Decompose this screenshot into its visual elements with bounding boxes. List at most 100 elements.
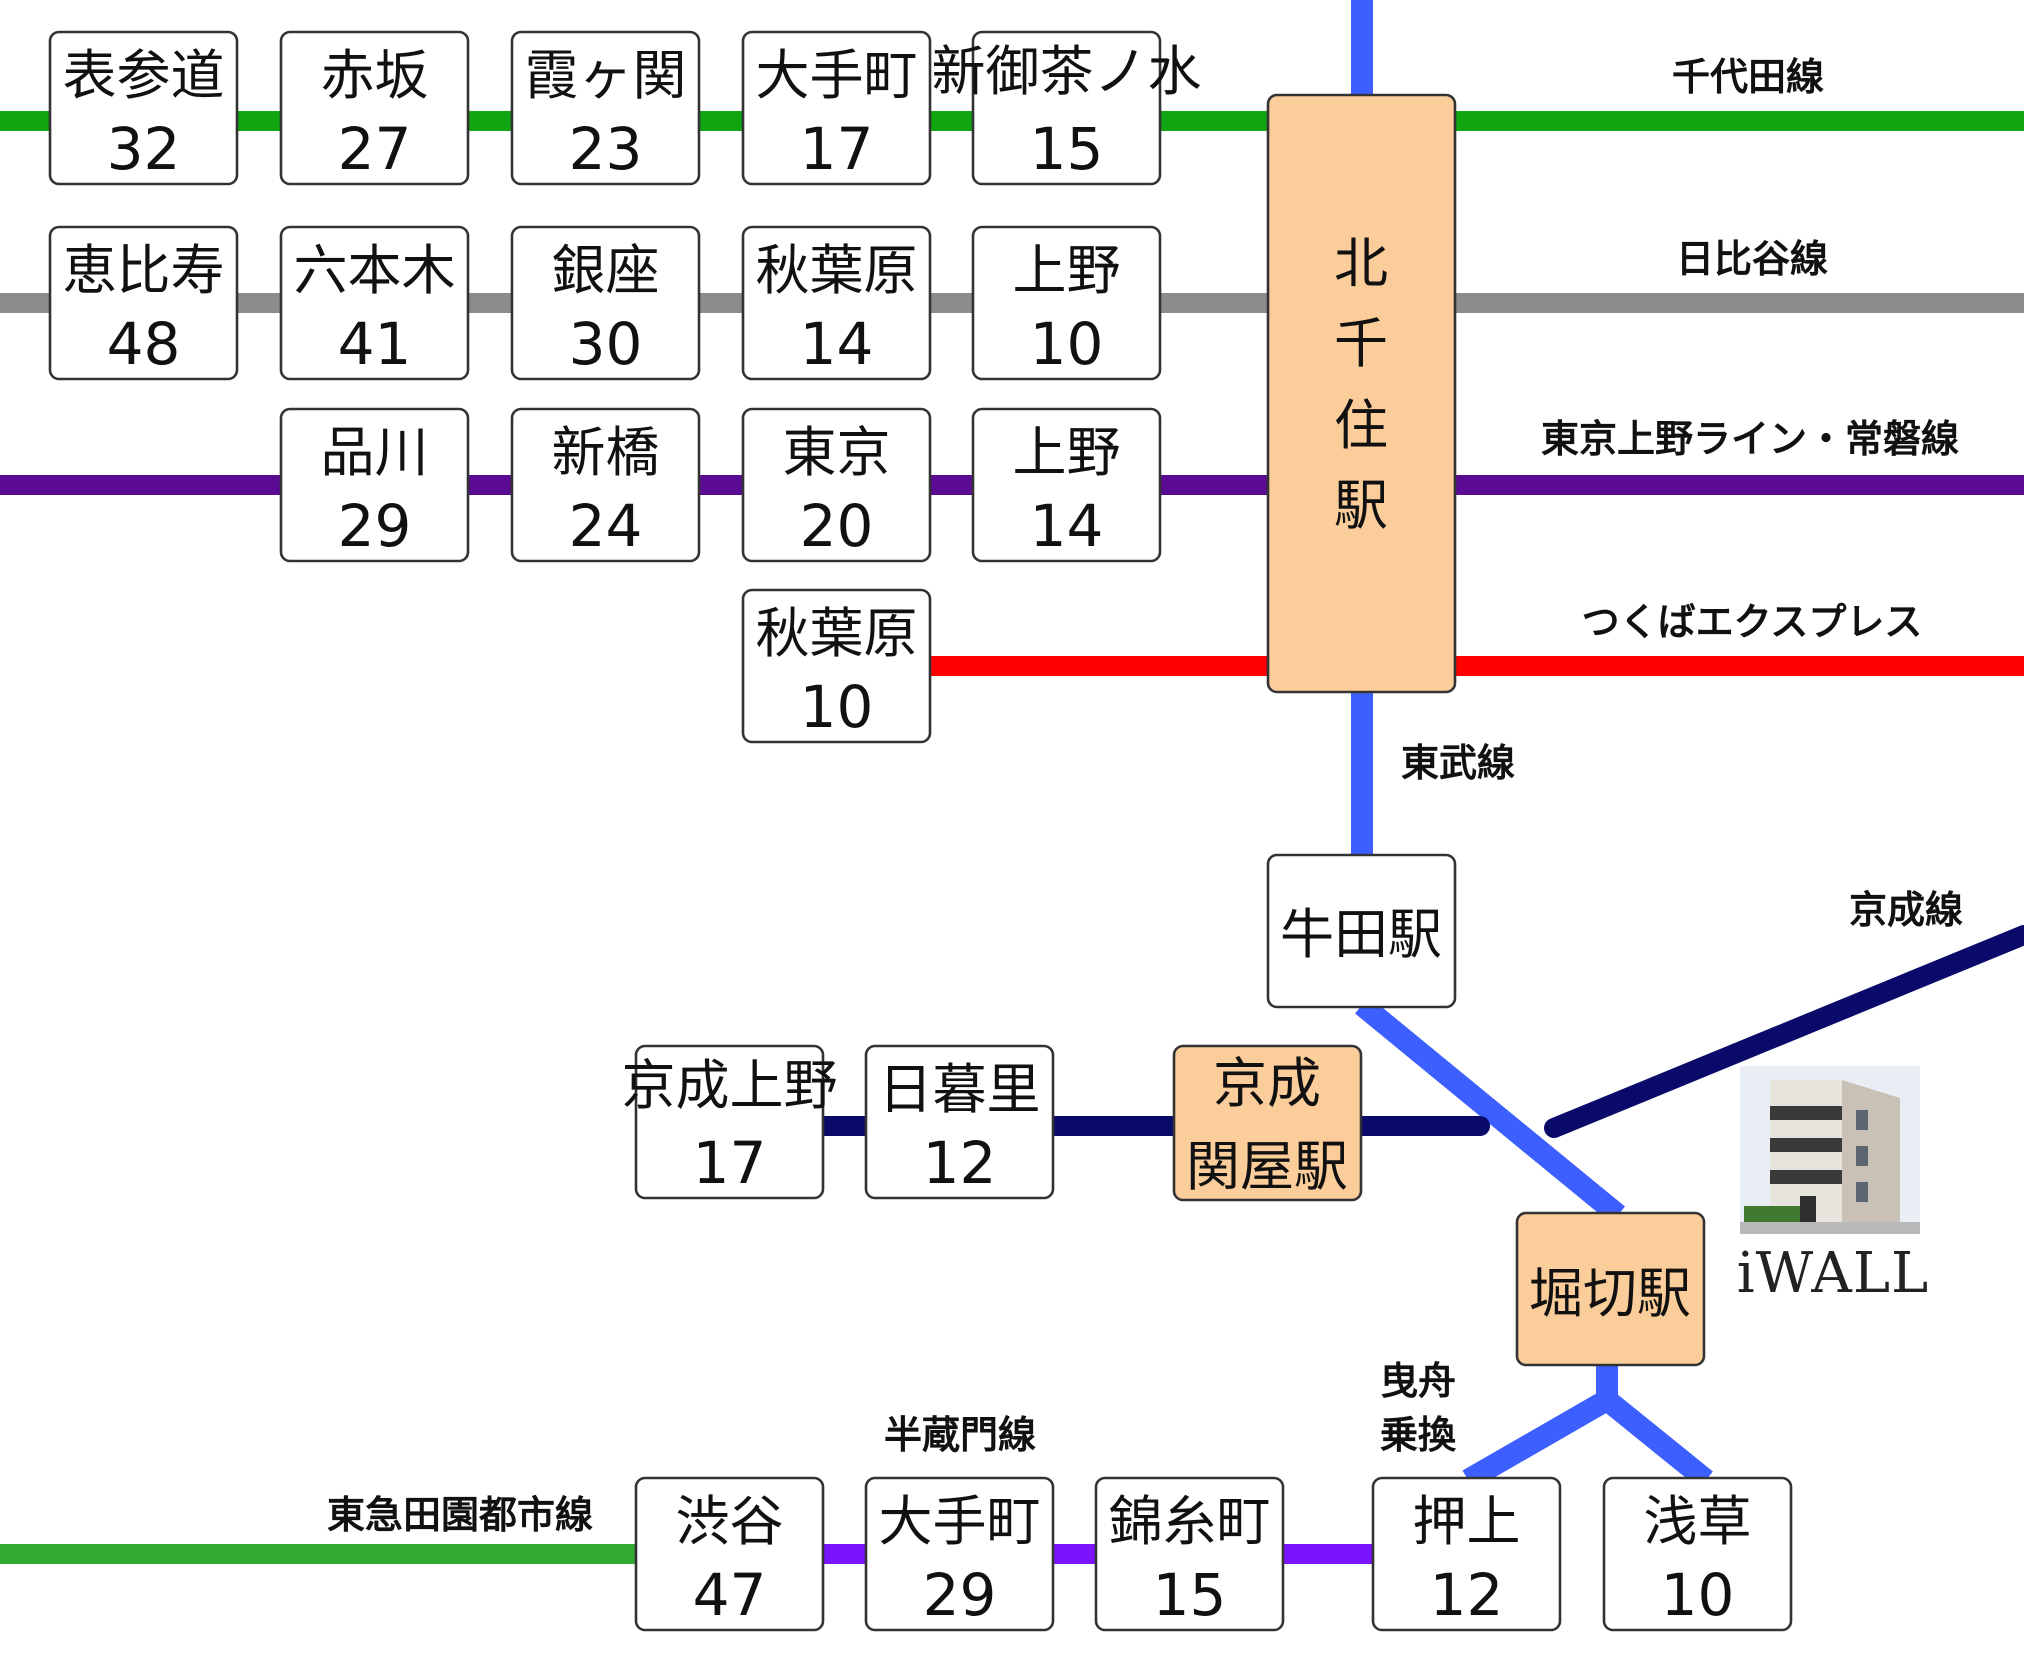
station-name: 浅草 — [1644, 1490, 1752, 1553]
station-box — [279, 30, 470, 186]
station-minutes: 10 — [1030, 310, 1104, 378]
station-box — [741, 225, 932, 381]
balcony-3 — [1770, 1170, 1842, 1184]
station-name: 霞ヶ関 — [525, 44, 687, 107]
station-minutes: 48 — [107, 310, 181, 378]
hub-keisei-sekiya: 京成 関屋駅 — [1172, 1044, 1363, 1202]
kitasenju-char-2: 千 — [1334, 312, 1388, 375]
station-hibiya-0: 恵比寿 48 — [48, 225, 239, 381]
station-box — [741, 588, 932, 744]
hibiya-line-label: 日比谷線 — [1676, 237, 1828, 281]
station-box — [510, 225, 701, 381]
station-minutes: 29 — [923, 1561, 997, 1629]
tsukuba-line-label: つくばエクスプレス — [1582, 600, 1923, 644]
station-hanzomon-0: 渋谷 47 — [634, 1476, 825, 1632]
station-box — [971, 407, 1162, 563]
station-minutes: 10 — [800, 673, 874, 741]
station-box — [48, 30, 239, 186]
station-name: 東京 — [783, 421, 891, 484]
tobu-branch-oshiage — [1462, 1390, 1613, 1490]
station-minutes: 17 — [693, 1129, 767, 1197]
station-name: 押上 — [1413, 1490, 1521, 1553]
line-labels: 千代田線 日比谷線 東京上野ライン・常磐線 つくばエクスプレス 東武線 京成線 … — [327, 55, 1963, 1537]
tobu-branch-asakusa — [1600, 1391, 1713, 1489]
station-box — [741, 407, 932, 563]
station-box — [634, 1476, 825, 1632]
station-minutes: 14 — [800, 310, 874, 378]
station-name: 日暮里 — [879, 1058, 1041, 1121]
station-minutes: 47 — [693, 1561, 767, 1629]
station-name: 京成上野 — [622, 1054, 838, 1117]
station-name: 銀座 — [552, 239, 660, 302]
transfer-label-hikifune: 曳舟 — [1380, 1359, 1456, 1403]
station-hibiya-2: 銀座 30 — [510, 225, 701, 381]
station-name: 秋葉原 — [756, 239, 918, 302]
hub-horikiri: 堀切駅 — [1515, 1211, 1706, 1367]
station-box — [1371, 1476, 1562, 1632]
kitasenju-char-4: 駅 — [1334, 474, 1388, 537]
station-minutes: 27 — [338, 115, 412, 183]
station-name: 恵比寿 — [63, 239, 225, 302]
station-boxes: 表参道32赤坂27霞ヶ関23大手町17新御茶ノ水15恵比寿48六本木41銀座30… — [48, 30, 1793, 1632]
keisei-line-label: 京成線 — [1849, 888, 1963, 932]
station-name: 六本木 — [294, 239, 456, 302]
horikiri-station-name: 堀切駅 — [1529, 1262, 1691, 1325]
station-chiyoda-4: 新御茶ノ水 15 — [932, 30, 1202, 186]
station-minutes: 29 — [338, 492, 412, 560]
station-minutes: 15 — [1030, 115, 1104, 183]
station-box — [864, 1476, 1055, 1632]
tokyu-line-label: 東急田園都市線 — [327, 1493, 593, 1537]
shrubs — [1744, 1206, 1800, 1222]
tobu-line-label: 東武線 — [1401, 741, 1515, 785]
station-box — [48, 225, 239, 381]
station-hibiya-1: 六本木 41 — [279, 225, 470, 381]
balcony-2 — [1770, 1138, 1842, 1152]
station-box — [1094, 1476, 1285, 1632]
station-tokyo_ueno-2: 東京 20 — [741, 407, 932, 563]
window-side-2 — [1856, 1146, 1868, 1166]
chiyoda-line-label: 千代田線 — [1672, 55, 1824, 99]
station-name: 赤坂 — [321, 44, 429, 107]
station-minutes: 10 — [1661, 1561, 1735, 1629]
transfer-label-norikae: 乗換 — [1380, 1413, 1457, 1457]
station-name: 大手町 — [756, 44, 918, 107]
station-hibiya-3: 秋葉原 14 — [741, 225, 932, 381]
hanzomon-line-label: 半蔵門線 — [884, 1413, 1036, 1457]
station-name: 新御茶ノ水 — [932, 40, 1202, 103]
keisei-line-east — [1544, 925, 2024, 1138]
station-name: 新橋 — [552, 421, 660, 484]
station-chiyoda-1: 赤坂 27 — [279, 30, 470, 186]
ground — [1740, 1222, 1920, 1234]
station-hanzomon-4: 浅草 10 — [1602, 1476, 1793, 1632]
tobu-line-diagonal — [1355, 996, 1625, 1224]
horikiri-station-box — [1515, 1211, 1706, 1367]
station-box — [634, 1044, 825, 1200]
kitasenju-station-box — [1266, 93, 1457, 694]
hub-kitasenju: 北 千 住 駅 — [1266, 93, 1457, 694]
station-box — [510, 407, 701, 563]
station-minutes: 30 — [569, 310, 643, 378]
station-name: 錦糸町 — [1109, 1490, 1271, 1553]
brand-logo-text: iWALL — [1737, 1241, 1930, 1306]
station-name: 渋谷 — [676, 1490, 784, 1553]
station-box — [279, 407, 470, 563]
hub-ushida: 牛田駅 — [1266, 853, 1457, 1009]
balcony-1 — [1770, 1106, 1842, 1120]
station-name: 表参道 — [63, 44, 225, 107]
station-minutes: 20 — [800, 492, 874, 560]
station-box — [510, 30, 701, 186]
tokyo-ueno-line-label: 東京上野ライン・常磐線 — [1541, 417, 1959, 461]
station-minutes: 41 — [338, 310, 412, 378]
station-minutes: 32 — [107, 115, 181, 183]
keisei-sekiya-name-line1: 京成 — [1213, 1052, 1321, 1115]
station-chiyoda-0: 表参道 32 — [48, 30, 239, 186]
